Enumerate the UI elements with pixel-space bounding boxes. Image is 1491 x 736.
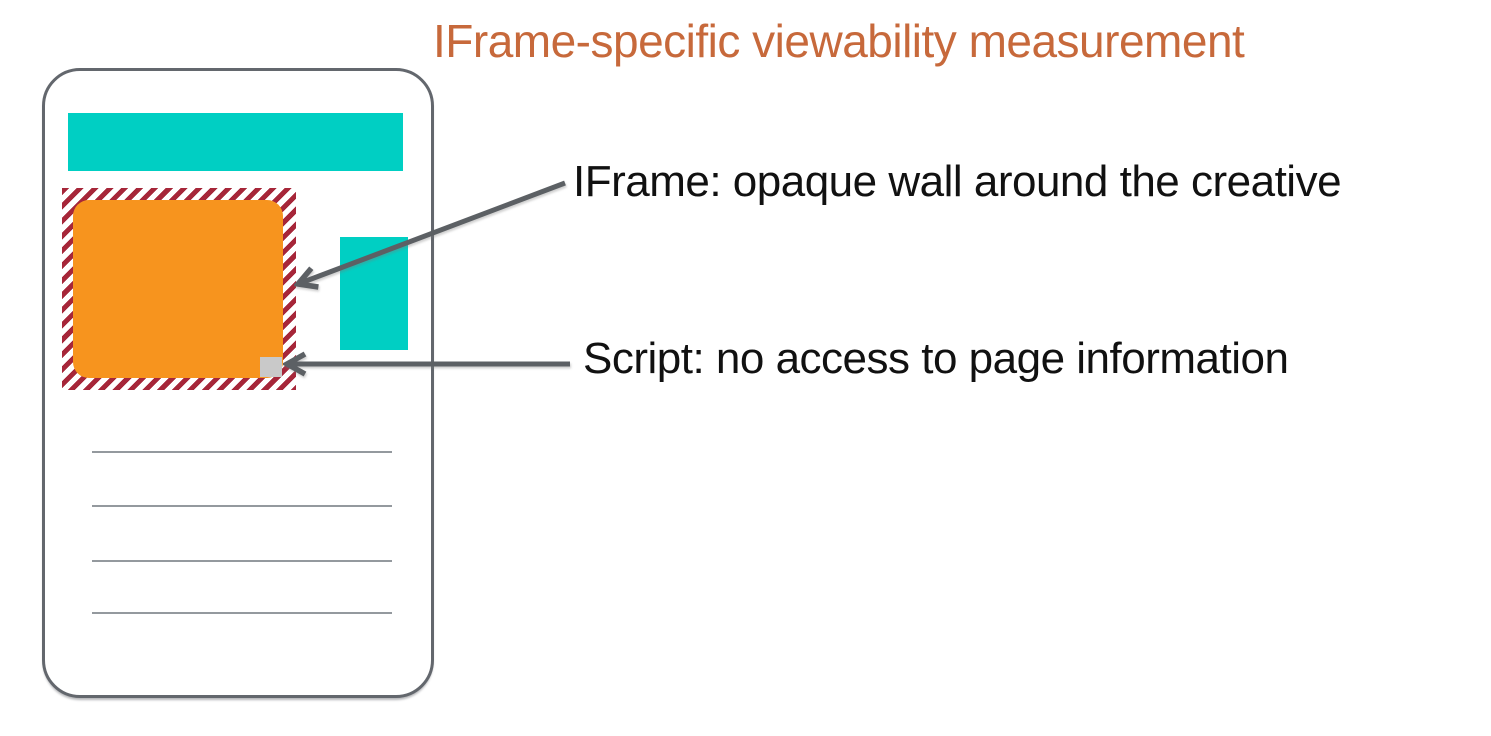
page-title: IFrame-specific viewability measurement: [433, 15, 1245, 67]
iframe-annotation-label: IFrame: opaque wall around the creative: [573, 157, 1342, 206]
script-square: [260, 357, 282, 377]
script-annotation-label: Script: no access to page information: [583, 334, 1289, 383]
sidebar-block: [340, 237, 408, 350]
content-line: [92, 505, 392, 507]
content-line: [92, 612, 392, 614]
iframe-hatched-wall: [62, 188, 296, 390]
page-header-block: [68, 113, 403, 171]
content-line: [92, 451, 392, 453]
ad-creative-block: [73, 200, 283, 378]
webpage-mockup: [42, 68, 434, 698]
content-line: [92, 560, 392, 562]
